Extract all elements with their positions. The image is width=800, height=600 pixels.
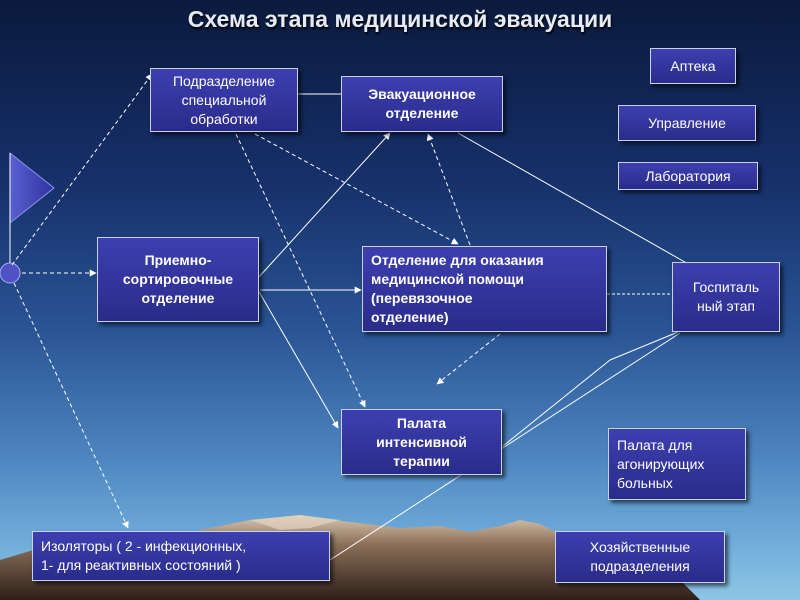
box-evacuation: Эвакуационное отделение [341, 76, 503, 132]
box-management-label: Управление [648, 114, 726, 131]
line-special-to-icu [235, 133, 366, 408]
box-evacuation-label: Эвакуационное отделение [368, 86, 476, 121]
box-household: Хозяйственные подразделения [555, 531, 725, 583]
line-reception-to-icu [257, 289, 339, 429]
box-hospital-label: Госпиталь ный этап [692, 279, 760, 314]
box-management: Управление [618, 105, 756, 141]
line-circle-to-special [11, 73, 153, 266]
line-medaid-to-icu [436, 333, 501, 385]
box-pharmacy: Аптека [650, 48, 736, 84]
box-agonizing-label: Палата для агонирующих больных [617, 436, 705, 491]
line-isolators-to-hospital [329, 332, 681, 561]
line-icu-to-hospital-low [502, 359, 611, 447]
box-laboratory: Лаборатория [618, 162, 758, 190]
line-evac-to-hospital [457, 132, 691, 266]
box-laboratory-label: Лаборатория [645, 167, 731, 184]
line-reception-to-evac [257, 132, 391, 279]
box-medical-aid-label: Отделение для оказания медицинской помощ… [371, 252, 544, 325]
page-title: Схема этапа медицинской эвакуации [187, 6, 613, 32]
box-reception: Приемно- сортировочные отделение [97, 237, 259, 322]
box-agonizing: Палата для агонирующих больных [608, 428, 746, 500]
box-isolators-label: Изоляторы ( 2 - инфекционных, 1- для реа… [41, 538, 247, 573]
line-special-to-medaid [254, 133, 459, 245]
box-pharmacy-label: Аптека [670, 57, 716, 74]
box-isolators: Изоляторы ( 2 - инфекционных, 1- для реа… [32, 531, 330, 581]
box-household-label: Хозяйственные подразделения [589, 539, 691, 574]
line-circle-to-isolators [13, 282, 129, 529]
box-icu: Палата интенсивной терапии [341, 409, 502, 475]
box-special-processing: Подразделение специальной обработки [150, 68, 298, 132]
line-hospital-to-v [609, 331, 679, 361]
line-medaid-to-evac [426, 133, 471, 246]
box-hospital: Госпиталь ный этап [672, 262, 780, 332]
box-icu-label: Палата интенсивной терапии [376, 414, 467, 469]
mountain-ridge-highlight [250, 515, 340, 530]
box-special-processing-label: Подразделение специальной обработки [172, 72, 276, 127]
box-reception-label: Приемно- сортировочные отделение [122, 252, 234, 306]
box-medical-aid: Отделение для оказания медицинской помощ… [362, 246, 607, 332]
